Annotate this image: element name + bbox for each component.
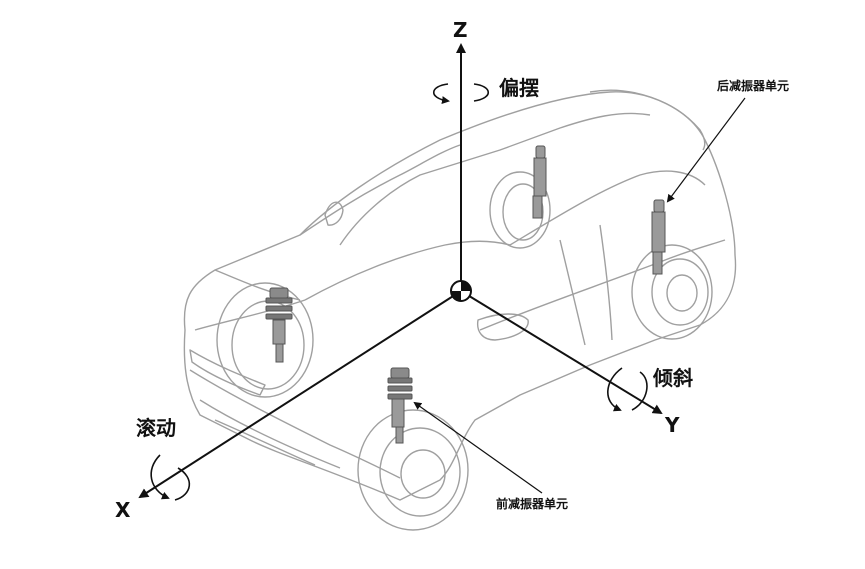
x-axis: [138, 290, 462, 499]
front-damper-callout: 前减振器单元: [496, 497, 569, 511]
callout-leaders: [413, 97, 746, 494]
front-left-wheel: [357, 409, 469, 531]
rear-damper-leader: [666, 97, 746, 203]
roll-label: 滚动: [136, 416, 176, 440]
y-axis: [460, 290, 663, 415]
rear-damper-near: [651, 199, 666, 275]
center-of-gravity-icon: [450, 280, 472, 302]
roll-rotation-icon: [150, 454, 191, 501]
front-damper-leader: [413, 401, 543, 494]
axis-lines: [138, 43, 663, 499]
pitch-label: 倾斜: [653, 366, 693, 390]
rear-damper-far: [532, 145, 547, 219]
yaw-rotation-icon: [432, 83, 490, 105]
car-body-outline: [183, 89, 737, 501]
y-axis-label: Y: [665, 413, 680, 437]
z-axis-label: Z: [453, 18, 468, 42]
rear-left-wheel-well: [489, 171, 551, 249]
pitch-rotation-icon: [607, 367, 648, 412]
rear-right-wheel: [631, 244, 713, 340]
front-right-wheel-well: [216, 282, 314, 398]
front-damper-far: [265, 287, 293, 363]
front-damper-near: [387, 367, 413, 444]
yaw-label: 偏摆: [499, 76, 539, 100]
x-axis-label: X: [115, 498, 131, 522]
rear-damper-callout: 后减振器单元: [717, 79, 790, 93]
